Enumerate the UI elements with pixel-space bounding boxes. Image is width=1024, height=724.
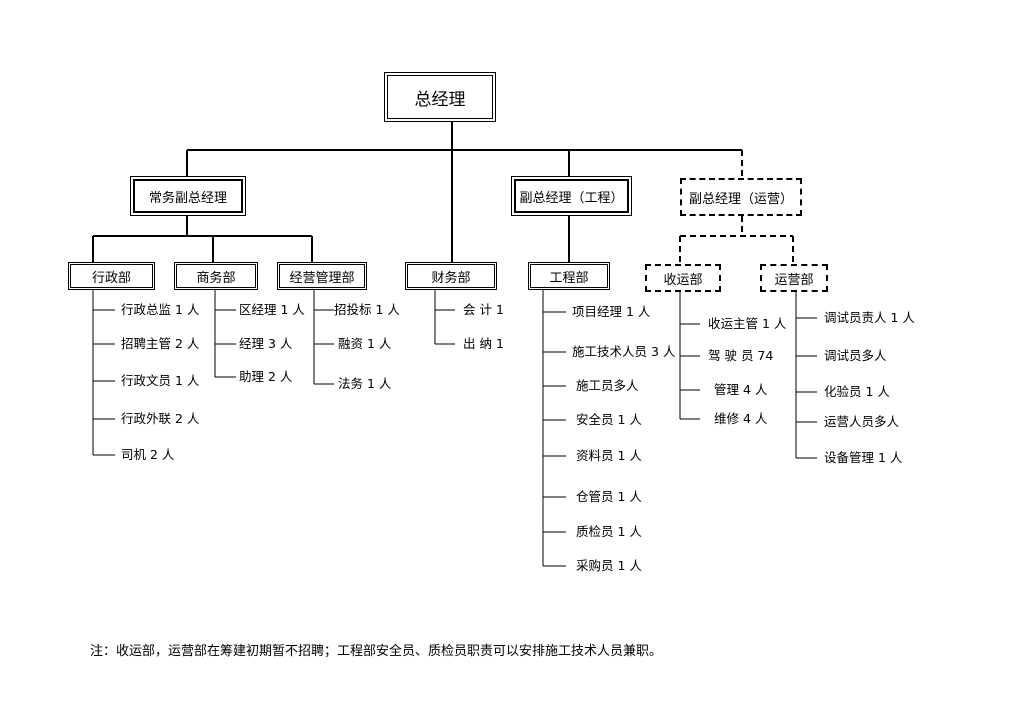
footnote: 注：收运部，运营部在筹建初期暂不招聘；工程部安全员、质检员职责可以安排施工技术人… xyxy=(90,644,663,659)
engineering-staff-item: 采购员 1 人 xyxy=(576,558,642,573)
admin-staff-item: 司机 2 人 xyxy=(121,447,175,462)
gm-label: 总经理 xyxy=(387,75,493,119)
dept-admin-label: 行政部 xyxy=(91,270,131,286)
dept-admin-box: 行政部 xyxy=(68,262,155,290)
dept-engineering-label: 工程部 xyxy=(549,270,589,286)
vp-engineering-box: 副总经理（工程） xyxy=(511,176,632,216)
business-staff-item: 助理 2 人 xyxy=(239,369,293,384)
executive-vp-label: 常务副总经理 xyxy=(133,179,243,213)
receiving-staff-item: 驾 驶 员 74 xyxy=(708,348,774,363)
operations-staff-item: 设备管理 1 人 xyxy=(824,450,903,465)
admin-staff-item: 行政文员 1 人 xyxy=(121,373,200,388)
operations-staff-item: 化验员 1 人 xyxy=(824,384,890,399)
engineering-staff-item: 施工技术人员 3 人 xyxy=(572,344,676,359)
operations-staff-item: 调试员责人 1 人 xyxy=(824,310,915,325)
vp-operations-box: 副总经理（运营） xyxy=(680,178,802,216)
admin-staff-item: 招聘主管 2 人 xyxy=(121,336,200,351)
receiving-staff-item: 管理 4 人 xyxy=(714,382,768,397)
finance-staff-item: 会 计 1 xyxy=(463,302,504,317)
engineering-staff-item: 资料员 1 人 xyxy=(576,448,642,463)
dept-operations-label: 运营部 xyxy=(774,272,814,288)
admin-staff-item: 行政外联 2 人 xyxy=(121,411,200,426)
engineering-staff-item: 施工员多人 xyxy=(576,378,639,393)
receiving-staff-item: 维修 4 人 xyxy=(714,411,768,426)
engineering-staff-item: 项目经理 1 人 xyxy=(572,304,651,319)
management-staff-item: 招投标 1 人 xyxy=(334,302,400,317)
vp-operations-label: 副总经理（运营） xyxy=(688,191,793,207)
dept-engineering-box: 工程部 xyxy=(528,262,610,290)
engineering-staff-item: 安全员 1 人 xyxy=(576,412,642,427)
dept-finance-box: 财务部 xyxy=(405,262,497,290)
dept-finance-label: 财务部 xyxy=(431,270,471,286)
gm-box: 总经理 xyxy=(384,72,496,122)
management-staff-item: 法务 1 人 xyxy=(338,376,392,391)
dept-business-label: 商务部 xyxy=(196,270,236,286)
dept-receiving-label: 收运部 xyxy=(663,272,703,288)
management-staff-item: 融资 1 人 xyxy=(338,336,392,351)
dept-management-label: 经营管理部 xyxy=(289,270,355,286)
admin-staff-item: 行政总监 1 人 xyxy=(121,302,200,317)
dept-receiving-box: 收运部 xyxy=(645,264,721,292)
dept-business-box: 商务部 xyxy=(174,262,258,290)
dept-operations-box: 运营部 xyxy=(760,264,828,292)
dept-management-box: 经营管理部 xyxy=(277,262,367,290)
vp-engineering-label: 副总经理（工程） xyxy=(514,179,629,213)
engineering-staff-item: 质检员 1 人 xyxy=(576,524,642,539)
business-staff-item: 区经理 1 人 xyxy=(239,302,305,317)
engineering-staff-item: 仓管员 1 人 xyxy=(576,489,642,504)
business-staff-item: 经理 3 人 xyxy=(239,336,293,351)
finance-staff-item: 出 纳 1 xyxy=(463,336,504,351)
receiving-staff-item: 收运主管 1 人 xyxy=(708,316,787,331)
executive-vp-box: 常务副总经理 xyxy=(130,176,246,216)
operations-staff-item: 调试员多人 xyxy=(824,348,887,363)
operations-staff-item: 运营人员多人 xyxy=(824,414,900,429)
